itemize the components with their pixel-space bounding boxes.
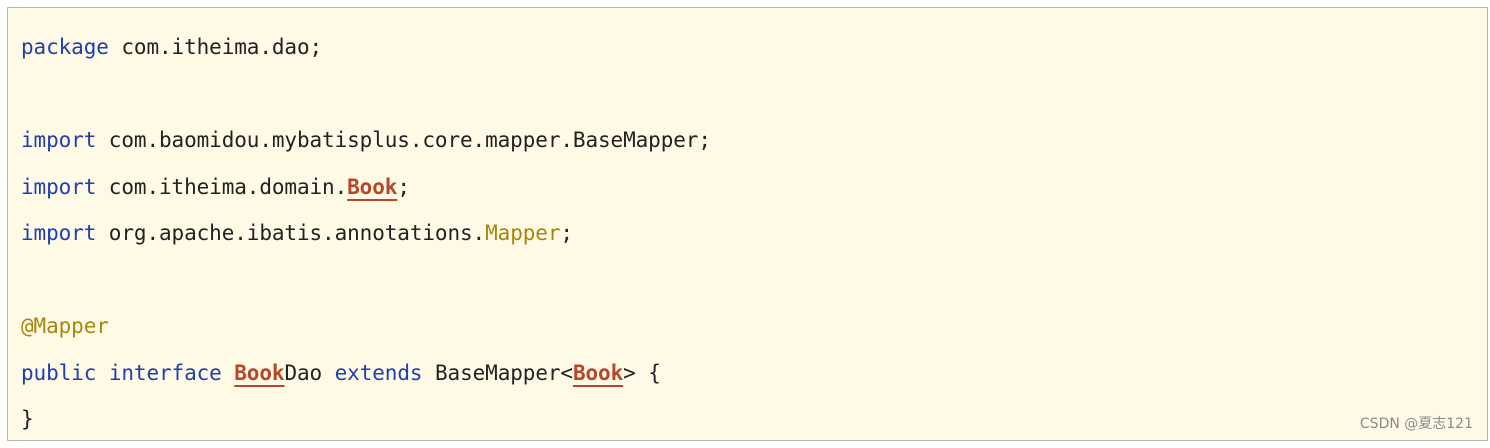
code-token: BaseMapper< — [422, 360, 573, 385]
code-token — [222, 361, 235, 385]
code-token: import — [21, 128, 97, 152]
code-token: com.itheima.dao; — [108, 35, 323, 59]
code-token — [96, 361, 109, 385]
code-token: org.apache.ibatis.annotations. — [96, 221, 486, 245]
watermark: CSDN @夏志121 — [1359, 416, 1473, 432]
code-line — [21, 257, 711, 304]
code-line: @Mapper — [21, 303, 711, 350]
code-line: import org.apache.ibatis.annotations.Map… — [21, 210, 711, 257]
code-line — [21, 71, 711, 118]
code-token: import — [21, 221, 97, 245]
code-token: import — [21, 174, 97, 199]
code-line: } — [21, 396, 711, 443]
code-token: Book — [347, 174, 398, 199]
code-line: public interface BookDao extends BaseMap… — [21, 350, 711, 397]
code-token: > { — [623, 360, 661, 385]
code-token: Book — [572, 360, 624, 385]
code-token: ; — [397, 174, 410, 199]
code-token: extends — [334, 360, 423, 385]
code-token: ; — [560, 221, 573, 245]
code-token: package — [21, 35, 109, 59]
code-token: } — [21, 407, 34, 431]
code-line: import com.baomidou.mybatisplus.core.map… — [21, 117, 711, 164]
code-line: import com.itheima.domain.Book; — [21, 164, 711, 211]
code-token: com.baomidou.mybatisplus.core.mapper.Bas… — [96, 128, 711, 152]
code-token: public — [21, 360, 97, 385]
code-token: com.itheima.domain. — [96, 174, 348, 199]
code-token: Mapper — [485, 221, 561, 245]
code-line: package com.itheima.dao; — [21, 24, 711, 71]
code-block: package com.itheima.dao; import com.baomi… — [21, 24, 711, 443]
code-token: Book — [234, 360, 285, 385]
code-token: Dao — [284, 360, 335, 385]
code-token: interface — [108, 360, 222, 385]
code-panel: package com.itheima.dao; import com.baomi… — [7, 7, 1488, 441]
code-token: @Mapper — [21, 314, 109, 338]
